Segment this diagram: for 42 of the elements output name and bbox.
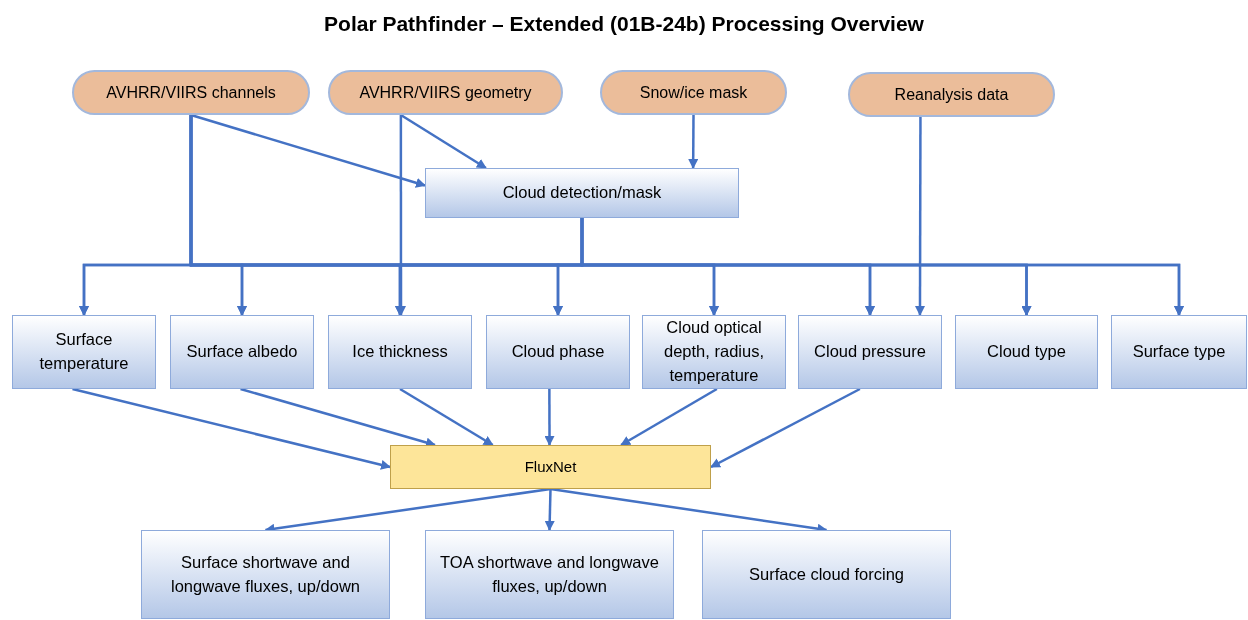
node-label: TOA shortwave and longwave fluxes, up/down bbox=[439, 551, 660, 597]
process-box bbox=[12, 315, 156, 389]
node-label: Ice thickness bbox=[352, 341, 448, 363]
process-box bbox=[170, 315, 314, 389]
node-label: FluxNet bbox=[524, 457, 577, 478]
arrow bbox=[710, 387, 861, 469]
node-label: AVHRR/VIIRS geometry bbox=[359, 82, 532, 103]
process-box bbox=[425, 168, 739, 218]
node-label: Surface shortwave and longwave fluxes, up/down bbox=[170, 551, 361, 597]
arrow bbox=[72, 387, 391, 470]
process-box bbox=[642, 315, 786, 389]
model-box bbox=[390, 445, 711, 489]
node-label: Cloud phase bbox=[511, 341, 605, 363]
process-box bbox=[1111, 315, 1247, 389]
node-label: Cloud detection/mask bbox=[502, 182, 662, 204]
arrow bbox=[190, 113, 426, 188]
node-label: Cloud type bbox=[987, 341, 1066, 363]
node-label: Surface type bbox=[1132, 341, 1226, 363]
arrow bbox=[688, 115, 699, 169]
node-label: AVHRR/VIIRS channels bbox=[106, 82, 276, 103]
node-label: Cloud optical depth, radius, temperature bbox=[663, 317, 765, 386]
node-label: Surface cloud forcing bbox=[749, 563, 904, 585]
node-label: Reanalysis data bbox=[894, 84, 1009, 105]
arrow bbox=[544, 488, 555, 531]
process-box bbox=[328, 315, 472, 389]
process-box bbox=[955, 315, 1098, 389]
arrow bbox=[915, 117, 925, 316]
diagram-title: Polar Pathfinder – Extended (01B-24b) Processing Overview bbox=[324, 11, 924, 37]
arrow bbox=[400, 113, 487, 170]
node-label: Snow/ice mask bbox=[639, 82, 748, 103]
node-label: Surface albedo bbox=[186, 341, 298, 363]
arrow bbox=[399, 387, 494, 447]
process-box bbox=[702, 530, 951, 619]
process-box bbox=[798, 315, 942, 389]
process-box bbox=[141, 530, 390, 619]
arrow bbox=[544, 389, 555, 446]
node-label: Cloud pressure bbox=[814, 341, 926, 363]
node-label: Surface temperature bbox=[38, 329, 130, 374]
arrow bbox=[620, 387, 718, 447]
process-box bbox=[425, 530, 674, 619]
process-box bbox=[486, 315, 630, 389]
arrow bbox=[580, 218, 1184, 316]
